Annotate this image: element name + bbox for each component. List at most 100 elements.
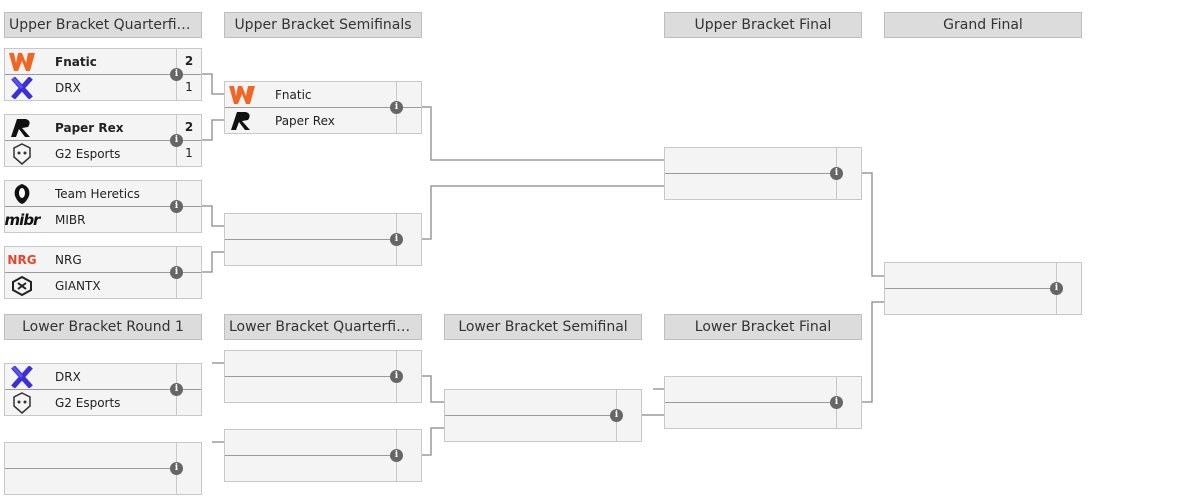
- match-info-icon[interactable]: i: [390, 101, 403, 114]
- mibr-logo: mibr: [4, 207, 41, 232]
- team-row[interactable]: [225, 214, 397, 240]
- match-ubqf-2[interactable]: Paper Rex G2 Esports 2 1 i: [4, 114, 202, 167]
- team-name: G2 Esports: [55, 395, 121, 410]
- g2-logo: [5, 141, 39, 166]
- match-info-icon[interactable]: i: [830, 167, 843, 180]
- mibr-logo-text: mibr: [4, 210, 41, 229]
- match-lbqf-1[interactable]: i: [224, 350, 422, 403]
- team-name: G2 Esports: [55, 146, 121, 161]
- team-name: DRX: [55, 80, 81, 95]
- giantx-logo: [5, 273, 39, 298]
- header-grand-final: Grand Final: [884, 12, 1082, 38]
- match-lbr1-2[interactable]: i: [4, 442, 202, 495]
- match-lb-semifinal[interactable]: i: [444, 389, 642, 442]
- team-row[interactable]: [665, 148, 837, 174]
- team-row[interactable]: [225, 240, 397, 265]
- team-row[interactable]: [225, 351, 397, 377]
- team-row[interactable]: DRX: [5, 364, 177, 390]
- match-info-icon[interactable]: i: [170, 462, 183, 475]
- team-row[interactable]: [5, 469, 177, 494]
- team-name: Fnatic: [275, 87, 312, 102]
- team-row[interactable]: DRX: [5, 75, 177, 100]
- team-name: GIANTX: [55, 278, 101, 293]
- match-info-icon[interactable]: i: [1050, 282, 1063, 295]
- team-row[interactable]: [225, 456, 397, 481]
- match-ubqf-4[interactable]: NRG NRG GIANTX i: [4, 246, 202, 299]
- team-score: 2: [177, 49, 201, 75]
- match-info-icon[interactable]: i: [170, 134, 183, 147]
- match-info-icon[interactable]: i: [170, 266, 183, 279]
- team-row[interactable]: [225, 377, 397, 402]
- team-row[interactable]: [665, 174, 837, 199]
- team-score: [397, 82, 421, 108]
- team-name: Team Heretics: [55, 186, 140, 201]
- team-row[interactable]: Paper Rex: [5, 115, 177, 141]
- header-lower-bracket-round-1: Lower Bracket Round 1: [4, 314, 202, 340]
- team-row[interactable]: [445, 416, 617, 441]
- team-row[interactable]: Fnatic: [5, 49, 177, 75]
- team-row[interactable]: GIANTX: [5, 273, 177, 298]
- team-row[interactable]: [885, 289, 1057, 314]
- team-row[interactable]: G2 Esports: [5, 141, 177, 166]
- team-row[interactable]: mibr MIBR: [5, 207, 177, 232]
- match-lbqf-2[interactable]: i: [224, 429, 422, 482]
- paper-rex-logo: [5, 115, 39, 140]
- team-score: [177, 181, 201, 207]
- fnatic-logo: [225, 82, 259, 107]
- team-score: 2: [177, 115, 201, 141]
- team-name: Paper Rex: [275, 113, 335, 128]
- team-name: Paper Rex: [55, 120, 124, 135]
- match-info-icon[interactable]: i: [390, 449, 403, 462]
- match-ubsf-1[interactable]: Fnatic Paper Rex i: [224, 81, 422, 134]
- team-name: NRG: [55, 252, 82, 267]
- team-row[interactable]: [665, 403, 837, 428]
- paper-rex-logo: [225, 108, 259, 133]
- match-info-icon[interactable]: i: [610, 409, 623, 422]
- match-ub-final[interactable]: i: [664, 147, 862, 200]
- match-lb-final[interactable]: i: [664, 376, 862, 429]
- team-name: MIBR: [55, 212, 86, 227]
- team-row[interactable]: [445, 390, 617, 416]
- header-lower-bracket-quarterfinals: Lower Bracket Quarterfinals: [224, 314, 422, 340]
- match-ubsf-2[interactable]: i: [224, 213, 422, 266]
- nrg-logo: NRG: [5, 247, 39, 272]
- team-row[interactable]: [5, 443, 177, 469]
- match-ubqf-3[interactable]: Team Heretics mibr MIBR i: [4, 180, 202, 233]
- match-info-icon[interactable]: i: [390, 370, 403, 383]
- team-row[interactable]: [885, 263, 1057, 289]
- team-heretics-logo: [5, 181, 39, 206]
- match-grand-final[interactable]: i: [884, 262, 1082, 315]
- fnatic-logo: [5, 49, 39, 74]
- team-name: DRX: [55, 369, 81, 384]
- header-upper-bracket-quarterfinals: Upper Bracket Quarterfin...: [4, 12, 202, 38]
- team-score: 1: [185, 146, 193, 160]
- team-score: [177, 364, 201, 390]
- drx-logo: [5, 75, 39, 100]
- team-name: Fnatic: [55, 54, 97, 69]
- match-lbr1-1[interactable]: DRX G2 Esports i: [4, 363, 202, 416]
- header-upper-bracket-final: Upper Bracket Final: [664, 12, 862, 38]
- team-row[interactable]: [665, 377, 837, 403]
- match-info-icon[interactable]: i: [830, 396, 843, 409]
- team-row[interactable]: Team Heretics: [5, 181, 177, 207]
- header-upper-bracket-semifinals: Upper Bracket Semifinals: [224, 12, 422, 38]
- match-info-icon[interactable]: i: [390, 233, 403, 246]
- match-ubqf-1[interactable]: Fnatic DRX 2 1 i: [4, 48, 202, 101]
- drx-logo: [5, 364, 39, 389]
- nrg-logo-text: NRG: [7, 252, 37, 267]
- match-info-icon[interactable]: i: [170, 68, 183, 81]
- header-lower-bracket-final: Lower Bracket Final: [664, 314, 862, 340]
- match-info-icon[interactable]: i: [170, 200, 183, 213]
- g2-logo: [5, 390, 39, 415]
- team-row[interactable]: Paper Rex: [225, 108, 397, 133]
- team-score: 1: [185, 80, 193, 94]
- team-row[interactable]: Fnatic: [225, 82, 397, 108]
- team-row[interactable]: G2 Esports: [5, 390, 177, 415]
- team-row[interactable]: [225, 430, 397, 456]
- header-lower-bracket-semifinal: Lower Bracket Semifinal: [444, 314, 642, 340]
- match-info-icon[interactable]: i: [170, 383, 183, 396]
- team-score: [177, 247, 201, 273]
- team-row[interactable]: NRG NRG: [5, 247, 177, 273]
